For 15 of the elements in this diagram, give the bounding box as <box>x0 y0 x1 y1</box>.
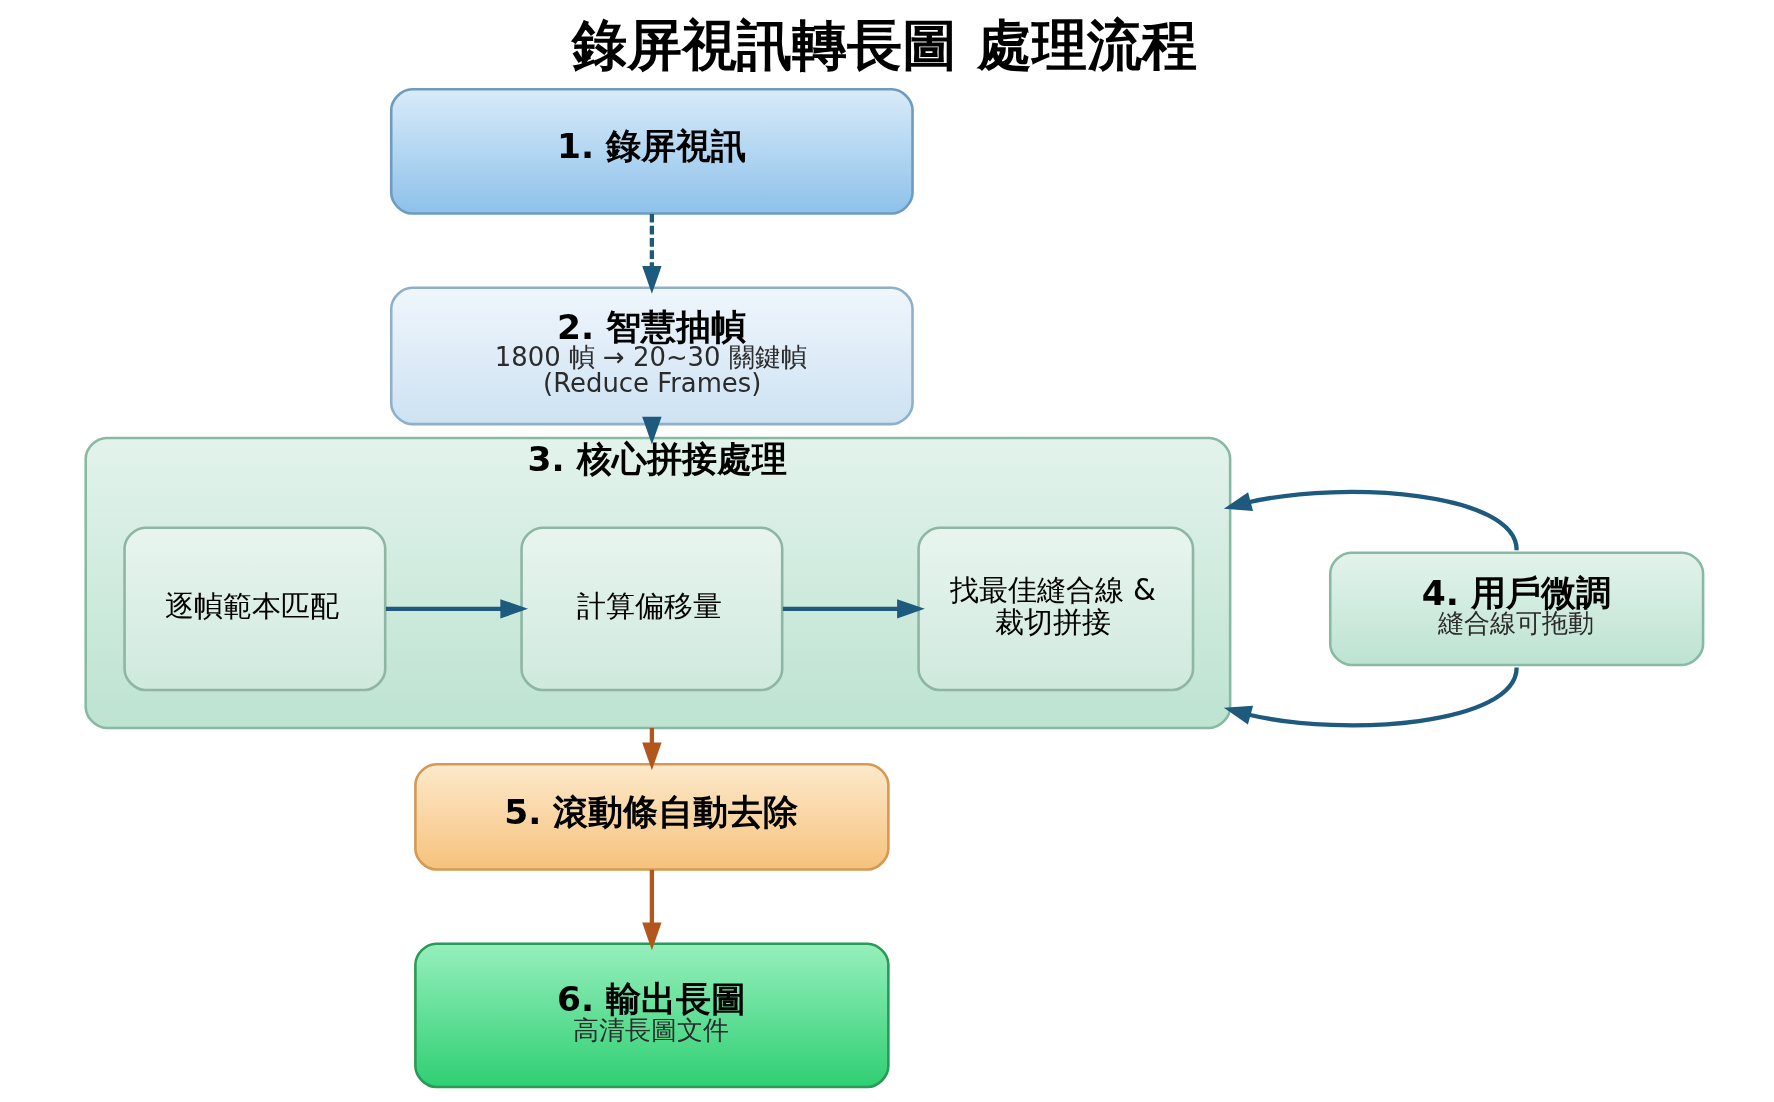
node-box: 5. 滾動條自動去除 <box>413 762 890 871</box>
arrow <box>641 416 662 445</box>
arrow <box>385 599 528 619</box>
arrow <box>1223 489 1519 551</box>
node-box: 逐幀範本匹配 <box>122 526 386 692</box>
arrow <box>1223 666 1519 728</box>
node-box: 計算偏移量 <box>519 526 783 692</box>
node-box: 1. 錄屏視訊 <box>389 87 914 215</box>
arrow <box>641 214 662 294</box>
arrow <box>782 599 925 619</box>
node-box: 找最佳縫合線 & 裁切拼接 <box>916 526 1194 692</box>
arrow <box>641 869 662 951</box>
node-box: 6. 輸出長圖 高清長圖文件 <box>413 942 890 1089</box>
node-box: 4. 用戶微調 縫合線可拖動 <box>1328 551 1704 667</box>
diagram-title: 錄屏視訊轉長圖 處理流程 <box>571 13 1197 78</box>
